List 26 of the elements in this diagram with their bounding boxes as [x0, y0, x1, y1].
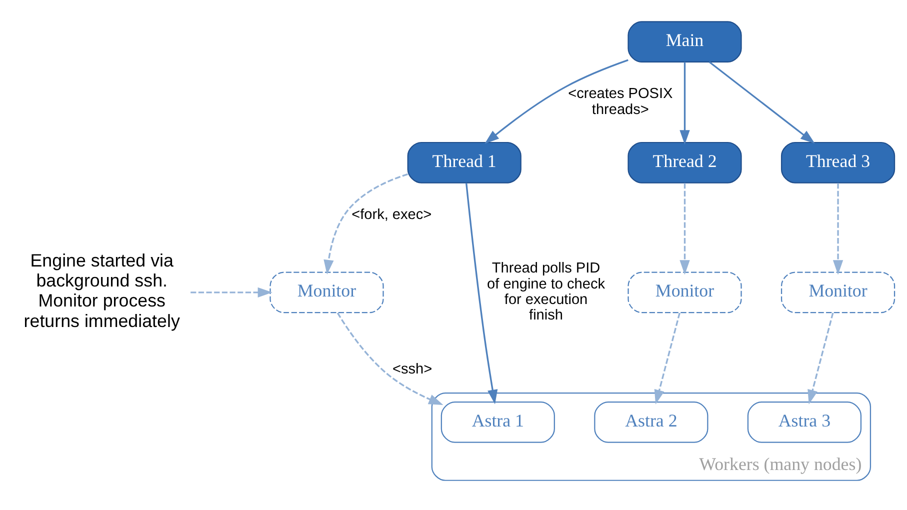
node-box: Monitor [269, 271, 384, 313]
arrow [807, 312, 834, 404]
edge-label: <ssh> [392, 360, 432, 377]
edge-label: Thread polls PID of engine to check for execution finish [486, 260, 604, 324]
node-box: Monitor [780, 271, 895, 313]
arrow [679, 182, 690, 274]
arrow [832, 182, 843, 274]
edge-label: <creates POSIX threads> [568, 86, 672, 118]
node-box: Thread 2 [627, 141, 742, 183]
arrow [336, 312, 443, 404]
arrow [323, 172, 408, 274]
arrow [679, 61, 690, 144]
node-box: Astra 3 [746, 401, 862, 442]
arrow [654, 312, 680, 404]
node-box: Monitor [627, 271, 742, 313]
node-box: Thread 1 [406, 141, 521, 183]
edge-label: <fork, exec> [351, 206, 432, 223]
arrow [464, 182, 498, 404]
arrow [708, 60, 814, 144]
node-box: Main [627, 20, 742, 62]
node-text: Engine started via background ssh. Monitor process returns immediately [23, 250, 180, 330]
node-box: Astra 2 [594, 401, 708, 442]
arrow [190, 286, 272, 298]
node-box: Astra 1 [440, 401, 554, 442]
node-box: Thread 3 [780, 141, 895, 183]
arrow [484, 58, 628, 144]
